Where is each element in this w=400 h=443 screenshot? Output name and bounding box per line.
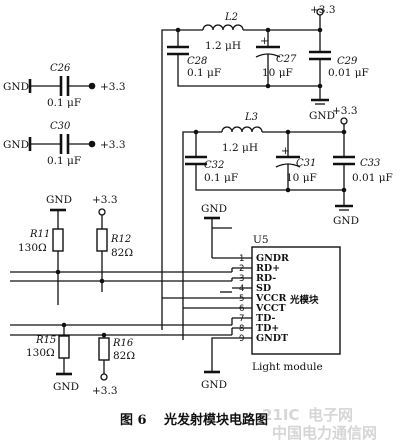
terminal-vcc-2 <box>340 117 348 125</box>
pin-label: TD+ <box>256 323 279 334</box>
inductor-l3 <box>221 126 263 133</box>
label-r11-value: 130Ω <box>18 242 47 254</box>
label-l2-value: 1.2 μH <box>205 40 241 52</box>
label-r16-ref: R16 <box>112 338 134 349</box>
terminal-vcc-1 <box>316 8 324 16</box>
label-c33-value: 0.01 μF <box>352 172 393 184</box>
label-c31-polarity: + <box>281 145 290 157</box>
label-r16-value: 82Ω <box>113 350 135 362</box>
label-gnd-2: GND <box>333 215 359 227</box>
decoupling-c30 <box>28 134 96 154</box>
figure-caption-title: 光发射模块电路图 <box>163 412 268 428</box>
pin-number: 2 <box>239 264 244 274</box>
label-r15-ref: R15 <box>35 335 56 346</box>
decoupling-c26 <box>28 76 96 96</box>
label-r12-value: 82Ω <box>111 247 133 259</box>
label-vcc-3: +3.3 <box>92 194 118 206</box>
label-gnd-3: GND <box>46 194 72 206</box>
label-module-name: 光模块 <box>289 294 319 306</box>
pin-label: VCCT <box>255 303 286 314</box>
module-pins: 1 GNDR 2 RD+ 3 RD- 4 SD 5 VCCR 6 VCCT 7 … <box>239 253 289 344</box>
pin-label: GNDR <box>256 253 289 264</box>
label-gnd-1: GND <box>309 110 335 122</box>
pin-number: 1 <box>239 254 244 264</box>
terminal-vcc-3 <box>98 208 106 216</box>
label-vcc-4: +3.3 <box>92 385 118 397</box>
watermark-site: 电子网 <box>308 406 353 424</box>
pin-label: RD- <box>256 273 276 284</box>
resistor-r16 <box>98 337 110 361</box>
label-gnd-c30: GND <box>3 139 29 151</box>
pin-number: 6 <box>239 304 244 314</box>
inductor-l2 <box>202 24 244 31</box>
module-box <box>251 246 341 355</box>
label-c27-polarity: + <box>260 35 269 47</box>
label-vcc-c26: +3.3 <box>100 81 126 93</box>
label-c28-value: 0.1 μF <box>187 67 221 79</box>
label-c30-ref: C30 <box>50 121 71 132</box>
label-l2-ref: L2 <box>224 12 238 23</box>
label-u5-ref: U5 <box>253 234 269 246</box>
terminal-c30 <box>88 140 96 148</box>
filter-l2 <box>161 8 331 330</box>
pin-number: 4 <box>239 284 244 294</box>
label-gnd-5: GND <box>201 203 227 215</box>
label-gnd-4: GND <box>53 381 79 393</box>
label-gnd-6: GND <box>201 379 227 391</box>
pin-label: VCCR <box>255 293 286 304</box>
resistor-r12 <box>96 228 108 252</box>
label-c28-ref: C28 <box>187 56 207 67</box>
label-vcc-1: +3.3 <box>310 4 336 16</box>
pin-number: 9 <box>239 334 244 344</box>
label-c31-ref: C31 <box>296 158 316 169</box>
pin-label: GNDT <box>256 333 288 344</box>
figure-caption-number: 图 6 <box>120 413 147 428</box>
pin-label: TD- <box>256 313 275 324</box>
label-r15-value: 130Ω <box>26 347 55 359</box>
label-r11-ref: R11 <box>29 229 50 240</box>
label-l3-value: 1.2 μH <box>222 142 258 154</box>
label-c27-value: 10 μF <box>262 67 293 79</box>
module-u5 <box>162 216 341 374</box>
filter-l3 <box>182 117 355 340</box>
pin-number: 5 <box>239 294 244 304</box>
pin-label: SD <box>256 283 271 294</box>
label-vcc-2: +3.3 <box>332 105 358 117</box>
label-gnd-c26: GND <box>3 81 29 93</box>
resistor-r11 <box>52 228 64 252</box>
label-r12-ref: R12 <box>110 234 131 245</box>
pin-number: 8 <box>239 324 244 334</box>
label-module-subtitle: Light module <box>252 361 323 373</box>
label-c32-value: 0.1 μF <box>204 172 238 184</box>
label-c26-value: 0.1 μF <box>47 97 81 109</box>
pin-number: 7 <box>239 314 244 324</box>
resistor-network <box>10 208 232 381</box>
label-c32-ref: C32 <box>204 160 224 171</box>
watermark-logo: 21IC <box>262 406 299 424</box>
wire-vccr-rail <box>161 29 203 330</box>
watermark: 21IC 电子网 中国电力通信网 <box>262 406 377 442</box>
pin-label: RD+ <box>256 263 280 274</box>
label-vcc-c30: +3.3 <box>100 139 126 151</box>
label-c27-ref: C27 <box>276 54 297 65</box>
pin-number: 3 <box>239 274 244 284</box>
terminal-vcc-4 <box>100 373 108 381</box>
resistor-r15 <box>58 335 70 359</box>
label-c31-value: 10 μF <box>286 172 317 184</box>
wire-vcct-rail <box>182 131 222 340</box>
label-c29-value: 0.01 μF <box>328 67 369 79</box>
label-l3-ref: L3 <box>244 112 258 123</box>
watermark-site-name: 中国电力通信网 <box>272 424 377 442</box>
terminal-c26 <box>88 82 96 90</box>
label-c29-ref: C29 <box>337 56 358 67</box>
label-c33-ref: C33 <box>360 158 380 169</box>
label-c30-value: 0.1 μF <box>47 155 81 167</box>
label-c26-ref: C26 <box>50 63 71 74</box>
